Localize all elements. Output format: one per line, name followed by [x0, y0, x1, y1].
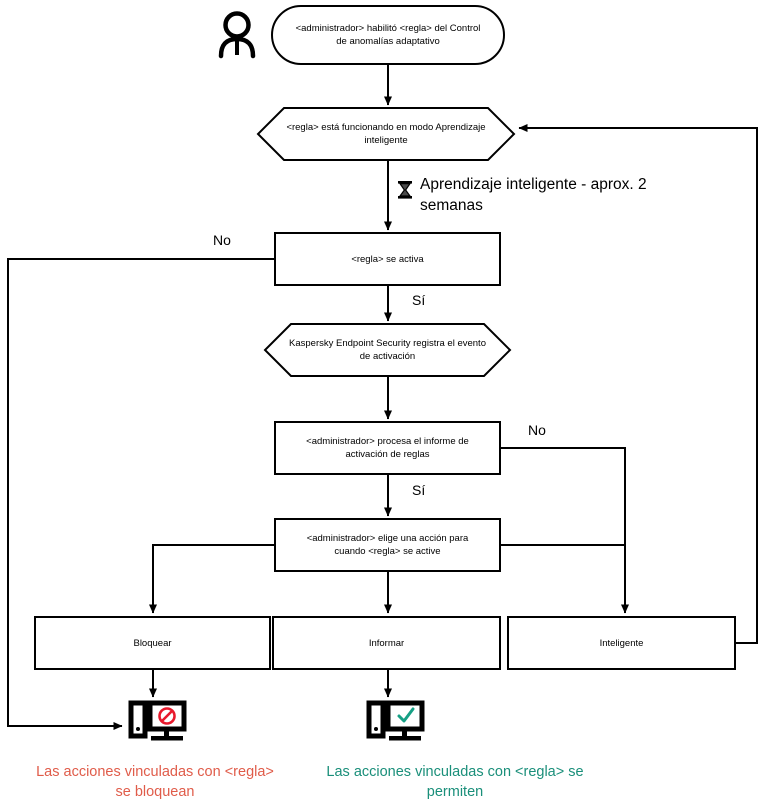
node-shape-smart-learning-mode — [256, 107, 516, 161]
person-icon — [218, 11, 256, 59]
edge-triggers-no-to-blocked — [7, 258, 275, 730]
edge-smart-loop-back — [518, 124, 758, 644]
node-shape-start — [271, 5, 505, 65]
node-shape-action-block — [34, 616, 271, 670]
edge-choose-to-block — [149, 544, 275, 614]
monitor-allowed-icon — [366, 700, 425, 741]
caption-blocked: Las acciones vinculadas con <regla> se b… — [36, 764, 274, 800]
edge-label-no-admin-report: No — [528, 422, 546, 438]
monitor-blocked-icon — [128, 700, 187, 741]
edge-label-yes-admin-report: Sí — [412, 482, 426, 498]
edge-label-yes-rule-triggers: Sí — [412, 292, 426, 308]
node-shape-kes-logs-event — [263, 323, 512, 377]
edge-label-no-rule-triggers: No — [213, 232, 231, 248]
edge-report-no-to-smart — [500, 447, 629, 614]
hourglass-icon — [398, 181, 412, 199]
caption-allowed: Las acciones vinculadas con <regla> se p… — [326, 764, 584, 800]
node-shape-action-inform — [272, 616, 501, 670]
node-shape-action-smart — [507, 616, 736, 670]
node-shape-rule-triggers — [274, 232, 501, 286]
node-shape-admin-processes-report — [274, 421, 501, 475]
node-shape-admin-chooses-action — [274, 518, 501, 572]
note-learning-duration: Aprendizaje inteligente - aprox. 2 seman… — [420, 176, 647, 214]
